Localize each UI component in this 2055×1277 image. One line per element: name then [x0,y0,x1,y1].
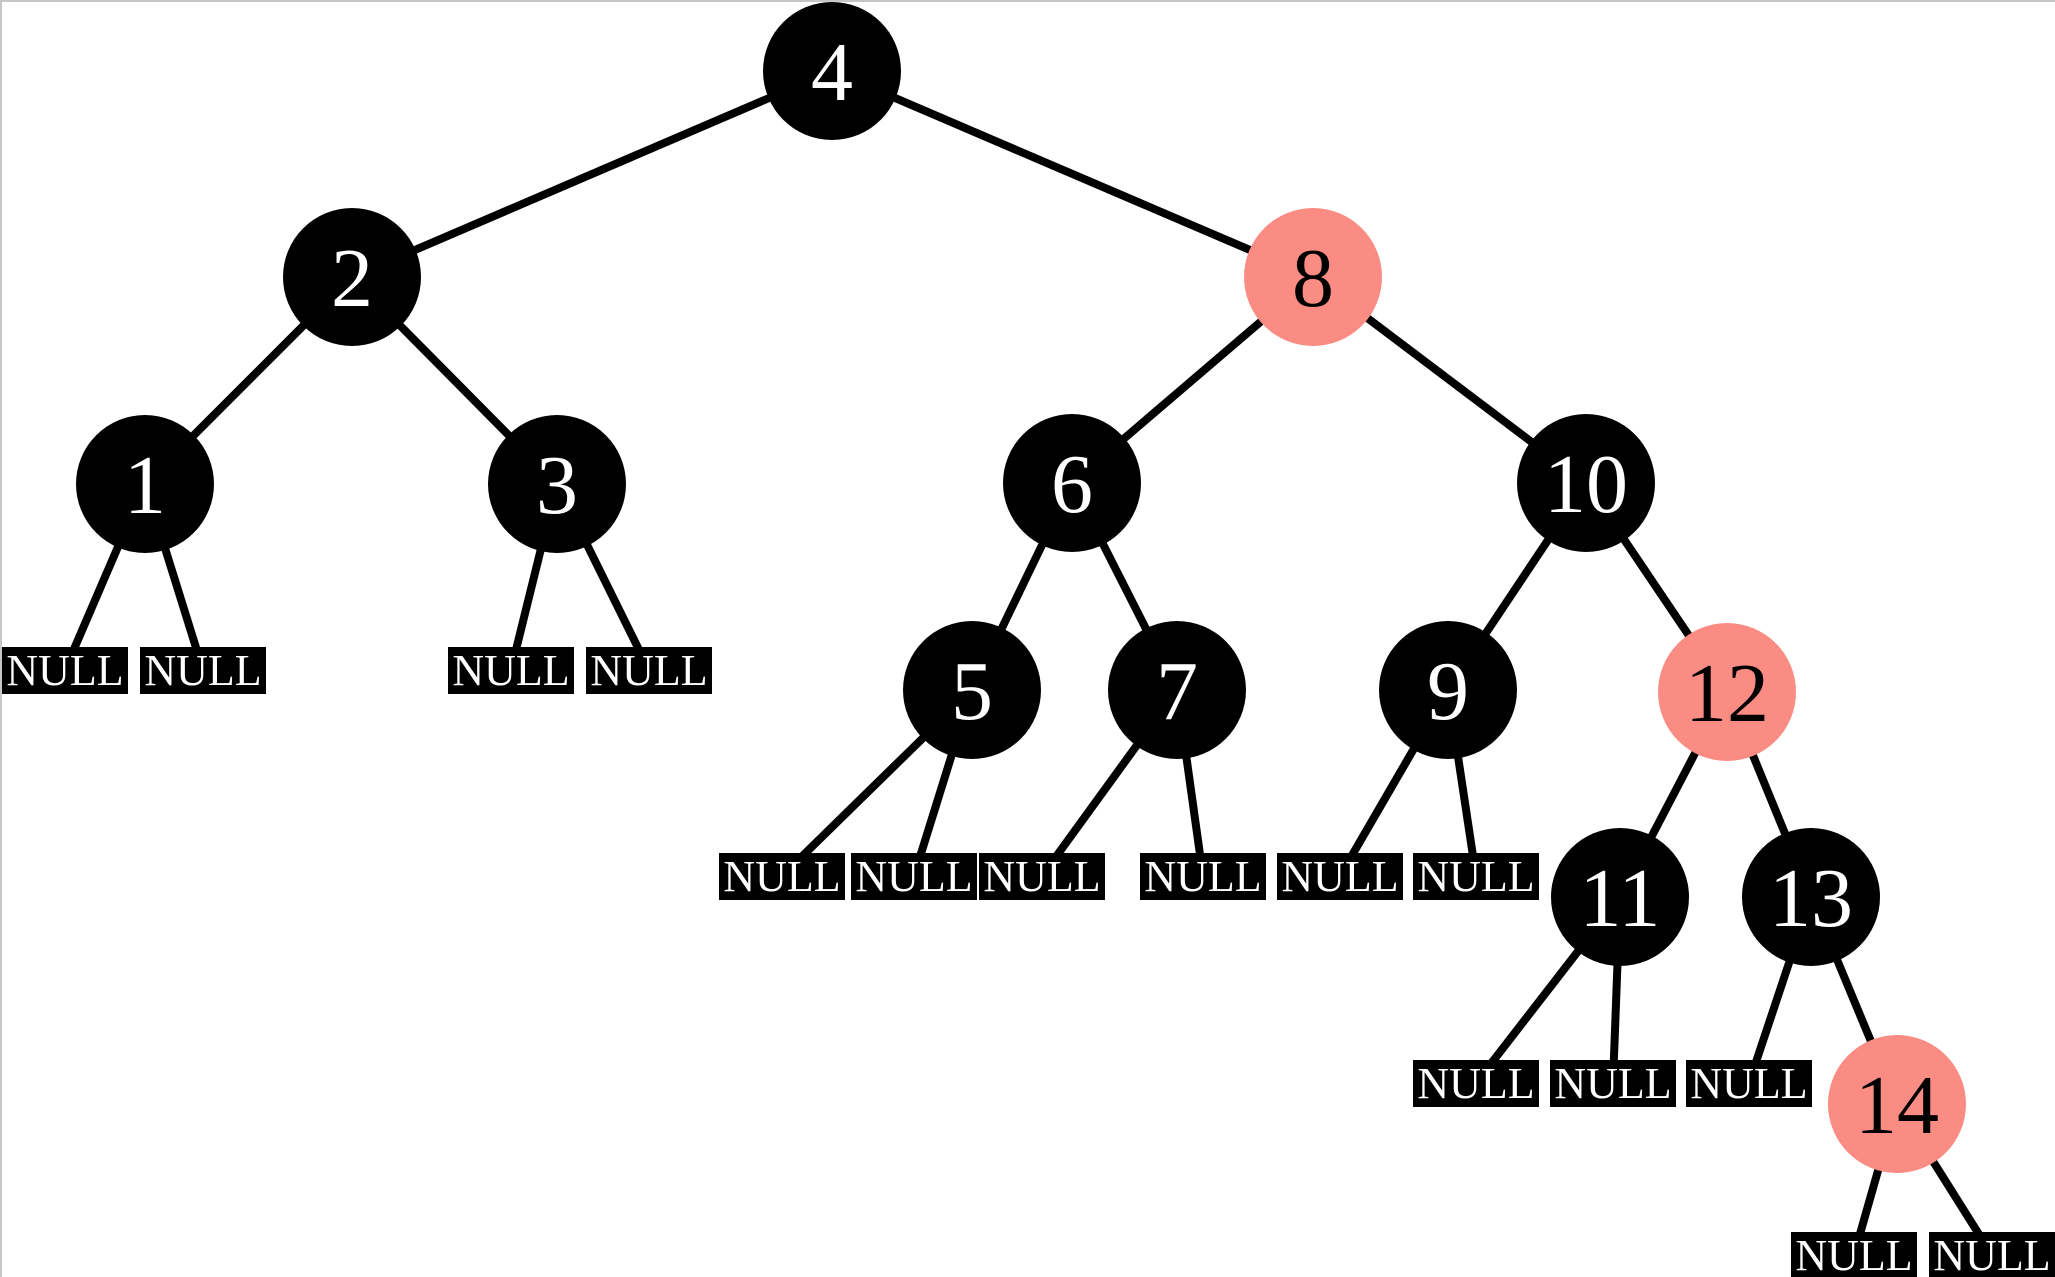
node-circle [488,415,626,553]
null-label: NULL [1417,852,1534,901]
null-box [1686,1060,1812,1107]
node-circle [1108,621,1246,759]
null-leaf: NULL [2,646,128,695]
null-label: NULL [1554,1059,1671,1108]
null-label: NULL [1417,1059,1534,1108]
node-circle [76,415,214,553]
tree-nodes: 4 2 8 1 3 6 10 5 [76,2,1966,1173]
null-leaf: NULL [979,852,1105,901]
null-leaf: NULL [140,646,266,695]
edge-4-8 [830,67,1315,281]
null-label: NULL [723,852,840,901]
tree-node-5: 5 [903,621,1041,759]
node-circle [1658,623,1796,761]
null-leaf: NULL [1413,1059,1539,1108]
null-leaf: NULL [1929,1231,2055,1277]
tree-node-4: 4 [763,2,901,140]
tree-node-7: 7 [1108,621,1246,759]
null-box [1413,853,1539,900]
node-label: 10 [1544,438,1628,531]
node-circle [1517,414,1655,552]
null-label: NULL [1933,1231,2050,1277]
null-leaf: NULL [448,646,574,695]
null-box [2,647,128,694]
null-box [1791,1232,1917,1277]
null-box [140,647,266,694]
null-leaf: NULL [1791,1231,1917,1277]
tree-node-8: 8 [1244,208,1382,346]
tree-node-13: 13 [1742,828,1880,966]
null-box [1929,1232,2055,1277]
tree-node-9: 9 [1379,621,1517,759]
null-label: NULL [590,646,707,695]
node-label: 8 [1292,232,1334,325]
tree-node-6: 6 [1003,414,1141,552]
node-circle [1244,208,1382,346]
edge-4-2 [350,67,834,281]
node-circle [763,2,901,140]
node-label: 7 [1156,645,1198,738]
null-leaf: NULL [851,852,977,901]
node-circle [1003,414,1141,552]
null-box [979,853,1105,900]
tree-node-12: 12 [1658,623,1796,761]
node-circle [1828,1035,1966,1173]
tree-node-11: 11 [1551,828,1689,966]
null-label: NULL [855,852,972,901]
null-label: NULL [144,646,261,695]
null-leaf: NULL [1686,1059,1812,1108]
node-label: 4 [811,26,853,119]
null-leaf: NULL [1277,852,1403,901]
null-leaf: NULL [719,852,845,901]
node-circle [1742,828,1880,966]
node-circle [1551,828,1689,966]
node-circle [283,208,421,346]
null-label: NULL [1281,852,1398,901]
null-box [448,647,574,694]
null-label: NULL [6,646,123,695]
node-label: 3 [536,439,578,532]
tree-node-2: 2 [283,208,421,346]
null-leaf: NULL [1413,852,1539,901]
null-leaf: NULL [586,646,712,695]
null-box [719,853,845,900]
null-box [1140,853,1266,900]
null-leaves: NULL NULL NULL NULL NULL NULL NULL NULL [2,646,2055,1277]
null-label: NULL [1144,852,1261,901]
null-leaf: NULL [1550,1059,1676,1108]
node-label: 11 [1580,852,1661,945]
node-label: 1 [124,439,166,532]
null-box [851,853,977,900]
tree-node-3: 3 [488,415,626,553]
tree-node-14: 14 [1828,1035,1966,1173]
null-box [1413,1060,1539,1107]
null-label: NULL [452,646,569,695]
node-label: 5 [951,645,993,738]
null-label: NULL [1795,1231,1912,1277]
null-box [586,647,712,694]
node-label: 12 [1685,647,1769,740]
node-label: 2 [331,232,373,325]
node-label: 14 [1855,1059,1939,1152]
node-label: 6 [1051,438,1093,531]
null-box [1277,853,1403,900]
null-box [1550,1060,1676,1107]
tree-node-10: 10 [1517,414,1655,552]
null-leaf: NULL [1140,852,1266,901]
node-label: 9 [1427,645,1469,738]
null-label: NULL [1690,1059,1807,1108]
tree-node-1: 1 [76,415,214,553]
node-label: 13 [1769,852,1853,945]
node-circle [1379,621,1517,759]
null-label: NULL [983,852,1100,901]
node-circle [903,621,1041,759]
